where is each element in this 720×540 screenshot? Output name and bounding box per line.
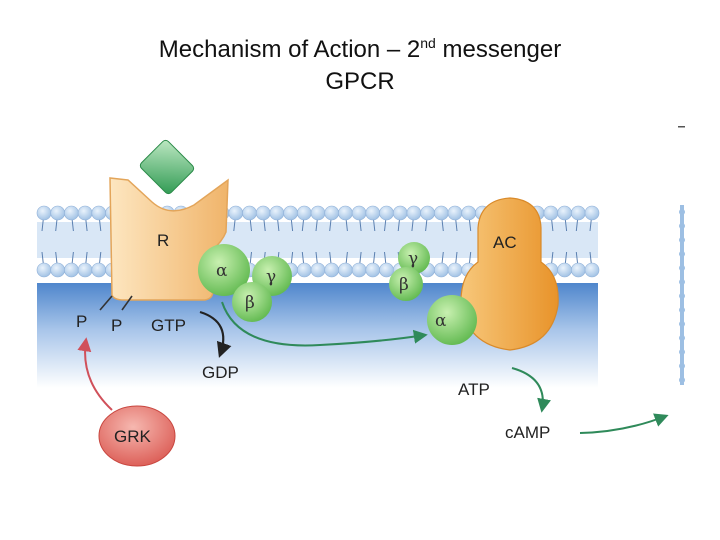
lipid-outer-head	[584, 205, 600, 221]
ligand-icon	[139, 139, 195, 195]
edge-mark	[678, 126, 685, 128]
phosphate-label-1: P	[76, 312, 87, 331]
lipid-outer-head	[557, 205, 572, 221]
membrane-fragment-right	[680, 205, 684, 385]
lipid-inner-head	[433, 262, 449, 278]
phosphate-label-2: P	[111, 316, 122, 335]
free-beta-label: β	[399, 275, 409, 295]
lipid-outer-head	[77, 205, 93, 221]
phosphate-stem-2	[121, 295, 133, 311]
g-alpha-label: α	[216, 261, 228, 281]
lipid-outer-head	[255, 205, 271, 221]
gtp-label: GTP	[151, 316, 186, 335]
g-alpha-at-ac-label: α	[435, 311, 447, 331]
camp-output-arrow	[579, 413, 669, 434]
lipid-inner-head	[570, 262, 586, 278]
lipid-inner-head	[338, 262, 353, 278]
lipid-outer-head	[242, 205, 257, 221]
lipid-inner-head	[36, 262, 52, 278]
free-gamma-label: γ	[408, 249, 418, 269]
g-beta-label: β	[245, 293, 255, 313]
lipid-outer-head	[91, 205, 107, 221]
grk-enzyme	[98, 405, 176, 467]
lipid-inner-head	[557, 262, 572, 278]
free-beta-subunit	[389, 267, 423, 301]
g-beta-subunit	[232, 282, 272, 322]
lipid-outer-head	[365, 205, 381, 221]
lipid-outer-head	[543, 205, 559, 221]
receptor-label: R	[157, 231, 169, 250]
title-line-1: Mechanism of Action – 2nd messenger	[0, 34, 720, 66]
title-tail-text: messenger	[435, 36, 562, 63]
phosphate-stem-1	[99, 295, 113, 311]
lipid-inner-head	[351, 262, 367, 278]
lipid-outer-head	[406, 205, 422, 221]
lipid-inner-head	[379, 262, 394, 278]
lipid-outer-head	[392, 205, 408, 221]
free-gamma-subunit	[398, 242, 430, 274]
lipid-inner-head	[296, 262, 312, 278]
lipid-inner-head	[447, 262, 463, 278]
camp-label: cAMP	[505, 423, 550, 442]
title-main-text: Mechanism of Action – 2	[158, 36, 421, 63]
lipid-outer-head	[433, 205, 449, 221]
alpha-activation-arrow	[221, 301, 428, 347]
lipid-inner-head	[91, 262, 107, 278]
title-superscript: nd	[420, 35, 436, 51]
grk-phosphorylation-arrow	[77, 337, 113, 411]
lipid-outer-head	[447, 205, 463, 221]
lipid-outer-head	[420, 205, 435, 221]
lipid-outer-head	[283, 205, 298, 221]
lipid-outer-head	[379, 205, 394, 221]
lipid-outer-head	[351, 205, 367, 221]
lipid-inner-head	[584, 262, 600, 278]
lipid-outer-head	[64, 205, 79, 221]
atp-label: ATP	[458, 380, 490, 399]
lipid-outer-head	[310, 205, 326, 221]
gdp-label: GDP	[202, 363, 239, 382]
g-gamma-label: γ	[266, 267, 276, 287]
lipid-outer-head	[228, 205, 244, 221]
gtp-to-gdp-arrow	[199, 310, 232, 358]
lipid-inner-head	[310, 262, 326, 278]
lipid-outer-head	[338, 205, 353, 221]
lipid-outer-head	[269, 205, 285, 221]
lipid-inner-head	[324, 262, 340, 278]
lipid-outer-head	[36, 205, 52, 221]
lipid-inner-head	[77, 262, 93, 278]
g-alpha-subunit	[198, 244, 250, 296]
lipid-inner-head	[365, 262, 381, 278]
lipid-inner-head	[50, 262, 66, 278]
atp-to-camp-arrow	[511, 367, 551, 413]
lipid-outer-head	[296, 205, 312, 221]
g-alpha-at-ac	[427, 295, 477, 345]
lipid-outer-head	[50, 205, 66, 221]
lipid-outer-head	[461, 205, 477, 221]
lipid-inner-head	[64, 262, 79, 278]
lipid-outer-head	[570, 205, 586, 221]
grk-label: GRK	[114, 427, 152, 446]
slide-title: Mechanism of Action – 2nd messenger GPCR	[0, 34, 720, 98]
lipid-outer-head	[324, 205, 340, 221]
title-line-2: GPCR	[325, 68, 395, 95]
ac-label: AC	[493, 233, 517, 252]
